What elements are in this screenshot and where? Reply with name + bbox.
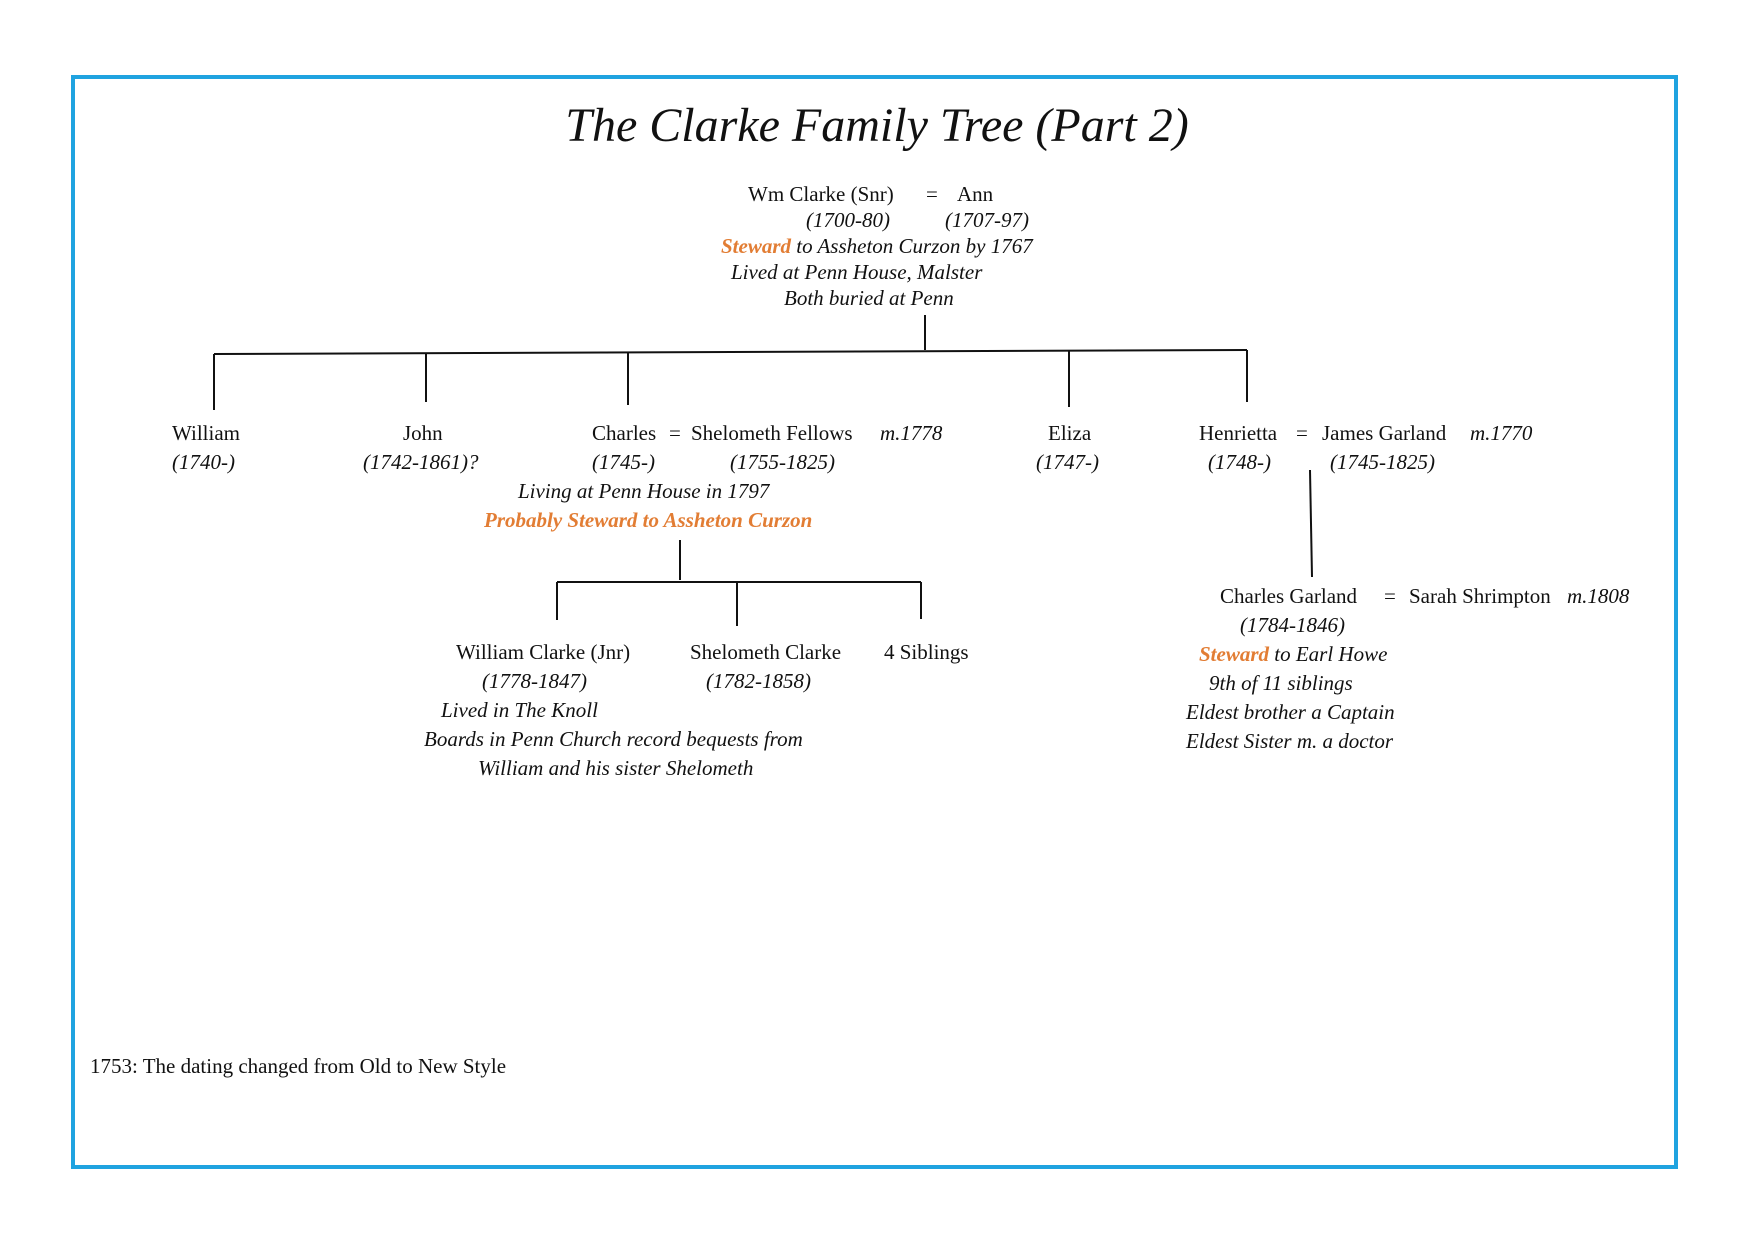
charles-note-steward: Probably Steward to Assheton Curzon: [484, 508, 813, 532]
page-frame: [71, 75, 1678, 1169]
charles-marriage-year: m.1778: [880, 421, 943, 445]
william-jnr-dates: (1778-1847): [482, 669, 587, 693]
charles-garland-role-rest: to Earl Howe: [1269, 642, 1388, 666]
page-title: The Clarke Family Tree (Part 2): [565, 99, 1189, 152]
charles-garland-note-brother: Eldest brother a Captain: [1186, 700, 1395, 724]
shelometh-clarke-dates: (1782-1858): [706, 669, 811, 693]
eliza-dates: (1747-): [1036, 450, 1099, 474]
children-bar: [213, 349, 1248, 355]
william-jnr-name: William Clarke (Jnr): [456, 640, 631, 664]
charles-garland-marriage-year: m.1808: [1567, 584, 1630, 608]
root-husband-name: Wm Clarke (Snr): [748, 182, 894, 206]
charles-equals: =: [669, 421, 681, 445]
root-wife-dates: (1707-97): [945, 208, 1029, 232]
root-note-residence: Lived at Penn House, Malster: [731, 260, 983, 284]
henrietta-marriage-year: m.1770: [1470, 421, 1533, 445]
charles-name: Charles: [592, 421, 657, 445]
charles-garland-role-highlight: Steward: [1199, 642, 1270, 666]
charles-garland-equals: =: [1384, 584, 1396, 608]
charles-garland-note-sister: Eldest Sister m. a doctor: [1186, 729, 1394, 753]
william-dates: (1740-): [172, 450, 235, 474]
charles-dates: (1745-): [592, 450, 655, 474]
charles-spouse-name: Shelometh Fellows: [691, 421, 853, 445]
root-husband-dates: (1700-80): [806, 208, 890, 232]
william-jnr-note-bequests: William and his sister Shelometh: [478, 756, 754, 780]
root-role: Steward to Assheton Curzon by 1767: [721, 234, 1033, 258]
charles-garland-spouse-name: Sarah Shrimpton: [1409, 584, 1551, 608]
root-equals: =: [926, 182, 938, 206]
john-name: John: [403, 421, 443, 445]
root-wife-name: Ann: [957, 182, 994, 206]
shelometh-clarke-name: Shelometh Clarke: [690, 640, 842, 664]
eliza-name: Eliza: [1048, 421, 1092, 445]
henrietta-equals: =: [1296, 421, 1308, 445]
charles-garland-role: Steward to Earl Howe: [1199, 642, 1387, 666]
root-role-highlight: Steward: [721, 234, 792, 258]
henrietta-spouse-name: James Garland: [1322, 421, 1447, 445]
henrietta-spouse-dates: (1745-1825): [1330, 450, 1435, 474]
charles-garland-name: Charles Garland: [1220, 584, 1358, 608]
siblings-label: 4 Siblings: [884, 640, 969, 664]
henrietta-name: Henrietta: [1199, 421, 1278, 445]
john-dates: (1742-1861)?: [363, 450, 479, 474]
william-name: William: [172, 421, 240, 445]
root-role-rest: to Assheton Curzon by 1767: [791, 234, 1033, 258]
garland-stem: [1309, 469, 1313, 578]
charles-garland-note-siblings: 9th of 11 siblings: [1209, 671, 1353, 695]
charles-note-residence: Living at Penn House in 1797: [518, 479, 770, 503]
root-note-burial: Both buried at Penn: [784, 286, 954, 310]
henrietta-dates: (1748-): [1208, 450, 1271, 474]
charles-garland-dates: (1784-1846): [1240, 613, 1345, 637]
william-jnr-note-boards: Boards in Penn Church record bequests fr…: [424, 727, 803, 751]
william-jnr-note-residence: Lived in The Knoll: [441, 698, 598, 722]
charles-spouse-dates: (1755-1825): [730, 450, 835, 474]
footnote: 1753: The dating changed from Old to New…: [90, 1054, 507, 1078]
